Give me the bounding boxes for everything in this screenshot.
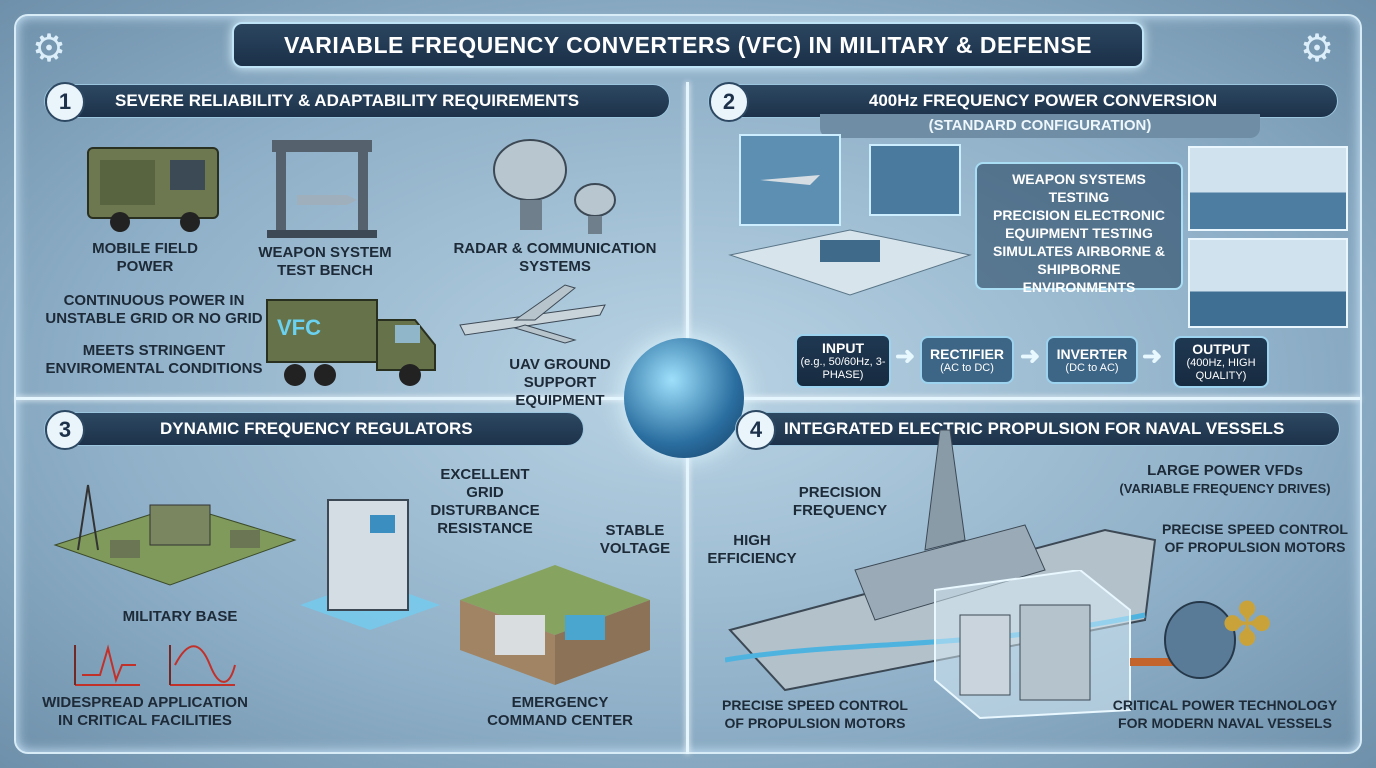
section-subtitle: (STANDARD CONFIGURATION) (820, 114, 1260, 138)
arrow-icon: ➜ (1020, 343, 1041, 370)
features-panel: WEAPON SYSTEMS TESTING PRECISION ELECTRO… (975, 162, 1183, 295)
critical-power-label: CRITICAL POWER TECHNOLOGY FOR MODERN NAV… (1112, 697, 1338, 731)
vfc-cabinet-illustration (300, 499, 440, 630)
section-1-header: 1 SEVERE RELIABILITY & ADAPTABILITY REQU… (44, 82, 670, 122)
flow-output: OUTPUT(400Hz, HIGH QUALITY) (1173, 336, 1269, 388)
section-number: 3 (45, 410, 85, 450)
truck-vfc-text: VFC (277, 315, 321, 340)
section-3-header: 3 DYNAMIC FREQUENCY REGULATORS (44, 410, 584, 450)
speed-control-label: PRECISE SPEED CONTROL OF PROPULSION MOTO… (1162, 521, 1348, 555)
section-number: 4 (736, 410, 776, 450)
grid-resistance-label: EXCELLENT GRID DISTURBANCE RESISTANCE (430, 466, 540, 537)
bunker-illustration (460, 565, 650, 685)
vfc-truck-illustration: VFC (266, 299, 436, 386)
feature-item: WEAPON SYSTEMS TESTING (1012, 171, 1146, 205)
test-bench-illustration (267, 140, 377, 238)
globe-icon (624, 338, 744, 458)
warship-image (1188, 238, 1348, 328)
flow-title: INPUT (822, 340, 864, 356)
waveform-chart-icon (74, 644, 236, 686)
flow-title: RECTIFIER (930, 345, 1004, 362)
precision-frequency-label: PRECISION FREQUENCY (792, 484, 888, 519)
radar-label: RADAR & COMMUNICATION SYSTEMS (453, 240, 657, 275)
military-base-illustration (53, 484, 297, 586)
arrow-icon: ➜ (1142, 343, 1163, 370)
speed-control-bottom-label: PRECISE SPEED CONTROL OF PROPULSION MOTO… (722, 697, 908, 731)
flow-title: OUTPUT (1192, 341, 1250, 357)
flow-sub: (DC to AC) (1065, 361, 1119, 374)
feature-item: PRECISION ELECTRONIC EQUIPMENT TESTING (993, 207, 1165, 241)
flow-sub: (e.g., 50/60Hz, 3-PHASE) (800, 356, 886, 381)
warship-image (1188, 146, 1348, 231)
flow-sub: (400Hz, HIGH QUALITY) (1186, 357, 1256, 382)
section-title: DYNAMIC FREQUENCY REGULATORS (160, 419, 473, 438)
emergency-center-label: EMERGENCY COMMAND CENTER (487, 694, 633, 729)
section-4-header: 4 INTEGRATED ELECTRIC PROPULSION FOR NAV… (735, 410, 1340, 450)
propulsion-system-illustration (934, 570, 1236, 720)
section-2-header: 2 400Hz FREQUENCY POWER CONVERSION (708, 82, 1338, 122)
propeller-icon: ✤ (1222, 591, 1273, 658)
radar-dish-illustration (493, 139, 616, 234)
test-bench-label: WEAPON SYSTEM TEST BENCH (258, 244, 392, 279)
high-efficiency-label: HIGH EFFICIENCY (707, 532, 797, 567)
flow-rectifier: RECTIFIER(AC to DC) (920, 336, 1014, 384)
stable-voltage-label: STABLE VOLTAGE (599, 522, 671, 557)
section-number: 2 (709, 82, 749, 122)
large-vfd-label: LARGE POWER VFDs (VARIABLE FREQUENCY DRIV… (1100, 462, 1350, 498)
flow-title: INVERTER (1056, 345, 1128, 362)
environmental-label: MEETS STRINGENT ENVIROMENTAL CONDITIONS (45, 342, 263, 377)
section-title: INTEGRATED ELECTRIC PROPULSION FOR NAVAL… (784, 419, 1285, 438)
section-title: SEVERE RELIABILITY & ADAPTABILITY REQUIR… (115, 91, 580, 110)
large-vfd-sub: (VARIABLE FREQUENCY DRIVES) (1119, 481, 1331, 496)
widespread-label: WIDESPREAD APPLICATION IN CRITICAL FACIL… (42, 694, 248, 729)
test-lab-illustration (728, 134, 972, 296)
large-vfd-title: LARGE POWER VFDs (1147, 462, 1303, 479)
section-title: 400Hz FREQUENCY POWER CONVERSION (868, 91, 1218, 110)
gear-icon: ⚙ (32, 28, 67, 70)
uav-illustration (459, 284, 606, 344)
section-number: 1 (45, 82, 85, 122)
mobile-field-power-label: MOBILE FIELD POWER (92, 240, 198, 275)
military-base-label: MILITARY BASE (122, 608, 238, 625)
flow-input: INPUT(e.g., 50/60Hz, 3-PHASE) (795, 334, 891, 388)
uav-label: UAV GROUND SUPPORT EQUIPMENT (509, 356, 611, 409)
gear-icon: ⚙ (1300, 28, 1335, 70)
flow-inverter: INVERTER(DC to AC) (1046, 336, 1138, 384)
page-title: VARIABLE FREQUENCY CONVERTERS (VFC) IN M… (232, 22, 1144, 68)
mobile-generator-illustration (87, 147, 219, 232)
arrow-icon: ➜ (895, 343, 916, 370)
feature-item: SIMULATES AIRBORNE & SHIPBORNE ENVIRONME… (993, 243, 1165, 295)
flow-sub: (AC to DC) (940, 361, 994, 374)
continuous-power-label: CONTINUOUS POWER IN UNSTABLE GRID OR NO … (45, 292, 263, 327)
